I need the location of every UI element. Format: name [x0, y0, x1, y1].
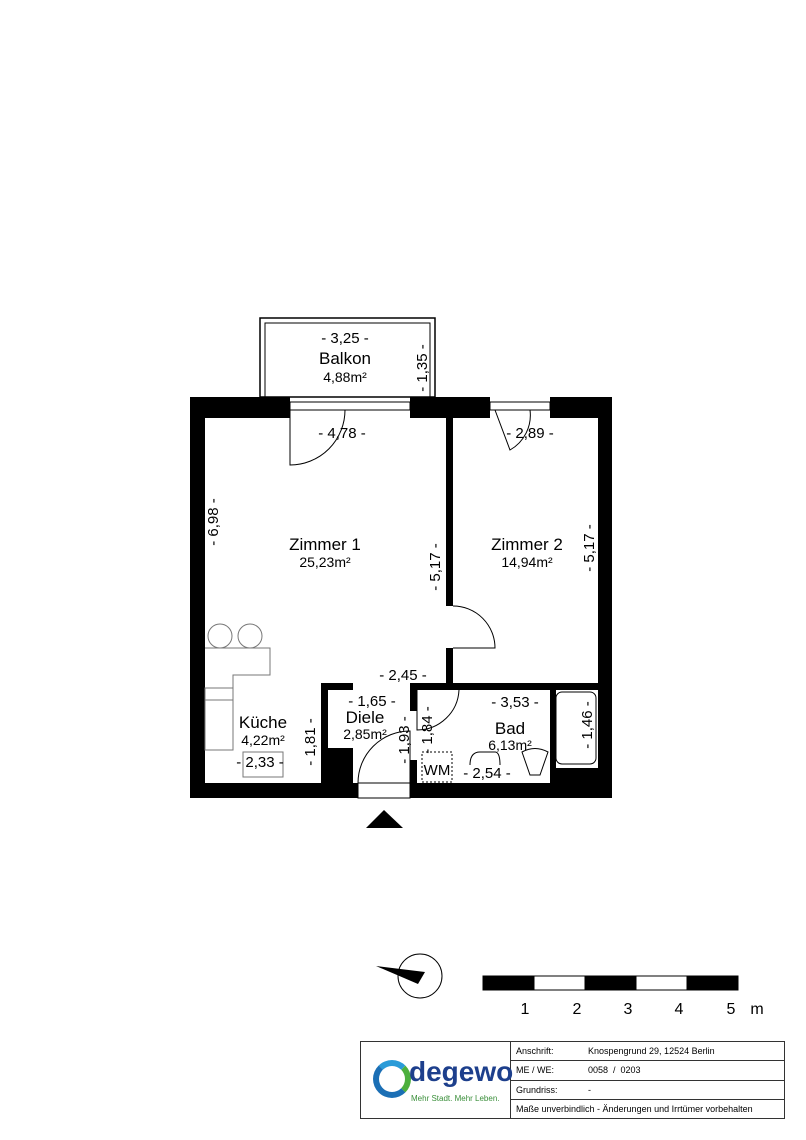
- balcony-railing: [264, 322, 431, 398]
- room-area-diele: 2,85m²: [343, 726, 387, 742]
- room-area-zimmer2: 14,94m²: [501, 554, 553, 570]
- dim-balkon-width: - 3,25 -: [321, 330, 369, 347]
- bath-fixtures: [421, 691, 597, 783]
- dim-z2-height: - 5,17 -: [581, 524, 598, 572]
- dim-z1-height: - 6,98 -: [205, 498, 222, 546]
- dim-balkon-depth: - 1,35 -: [414, 344, 431, 392]
- entrance-arrow-icon: [366, 810, 403, 828]
- address-value: Knospengrund 29, 12524 Berlin: [588, 1046, 715, 1057]
- doors: [289, 409, 531, 784]
- dim-z1-width: - 4,78 -: [318, 425, 366, 442]
- scale-label-2: 2: [573, 1001, 582, 1018]
- walls: [190, 397, 612, 798]
- dim-z1-height2: - 5,17 -: [427, 543, 444, 591]
- title-block: degewo Mehr Stadt. Mehr Leben. Anschrift…: [360, 1041, 785, 1119]
- scale-label-3: 3: [624, 1001, 633, 1018]
- room-name-kueche: Küche: [239, 713, 287, 732]
- degewo-logo: degewo Mehr Stadt. Mehr Leben.: [361, 1042, 514, 1118]
- scale-label-5: 5: [727, 1001, 736, 1018]
- dim-diele-width: - 1,65 -: [348, 693, 396, 710]
- room-name-zimmer1: Zimmer 1: [289, 535, 361, 554]
- washing-machine-label: WM: [424, 762, 451, 779]
- dim-bad-width: - 3,53 -: [491, 694, 539, 711]
- room-area-kueche: 4,22m²: [241, 732, 285, 748]
- room-name-balkon: Balkon: [319, 349, 371, 368]
- dim-bad-width2: - 2,54 -: [463, 765, 511, 782]
- room-area-zimmer1: 25,23m²: [299, 554, 351, 570]
- scale-bar: [482, 975, 739, 991]
- dim-bad-height: - 1,84 -: [419, 706, 436, 754]
- address-label: Anschrift:: [516, 1046, 554, 1057]
- north-arrow-icon: [376, 953, 443, 999]
- plan-value: -: [588, 1084, 591, 1095]
- dim-tub: - 1,46 -: [579, 701, 596, 749]
- scale-label-4: 4: [675, 1001, 684, 1018]
- dim-z2-width: - 2,89 -: [506, 425, 554, 442]
- room-name-zimmer2: Zimmer 2: [491, 535, 563, 554]
- dim-diele-height: - 1,93 -: [396, 716, 413, 764]
- logo-ring-icon: [373, 1060, 411, 1098]
- kitchen-fixtures: [204, 623, 284, 778]
- logo-brand: degewo: [409, 1056, 514, 1087]
- logo-slogan: Mehr Stadt. Mehr Leben.: [411, 1094, 500, 1103]
- dim-kueche-height: - 1,81 -: [302, 718, 319, 766]
- dim-kueche-width: - 2,33 -: [236, 754, 284, 771]
- mewe-label: ME / WE:: [516, 1065, 554, 1076]
- plan-label: Grundriss:: [516, 1084, 558, 1095]
- scale-unit: m: [750, 1001, 763, 1018]
- mewe-value: 0058 / 0203: [588, 1065, 641, 1076]
- windows: [289, 401, 551, 799]
- room-name-bad: Bad: [495, 719, 525, 738]
- dim-corridor: - 2,45 -: [379, 667, 427, 684]
- disclaimer: Maße unverbindlich - Änderungen und Irrt…: [516, 1103, 753, 1114]
- scale-label-1: 1: [521, 1001, 530, 1018]
- room-area-bad: 6,13m²: [488, 737, 532, 753]
- room-area-balkon: 4,88m²: [323, 369, 367, 385]
- room-name-diele: Diele: [346, 708, 385, 727]
